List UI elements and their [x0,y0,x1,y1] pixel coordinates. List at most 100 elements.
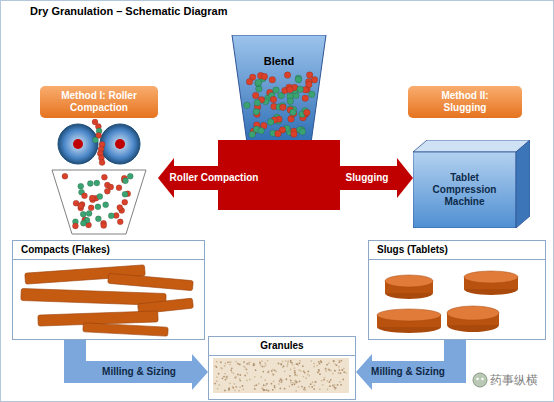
granule [261,360,263,362]
particle [80,211,86,217]
granule [307,371,309,373]
granule [335,387,337,389]
granule [273,380,275,382]
particle [94,180,100,186]
granule [280,364,282,366]
granule [316,365,318,367]
illustration [13,241,204,339]
granule [297,364,299,366]
granule [303,376,305,378]
granule [294,370,296,372]
granule [299,380,301,382]
particle [287,98,294,105]
granule [287,364,289,366]
granule [296,363,298,365]
granule [325,368,327,370]
block-arrow [75,340,208,390]
arrow-label: Roller Compaction [170,172,259,184]
granule [308,375,310,377]
granule [332,373,334,375]
granule-bed [213,358,349,393]
granule [229,382,231,384]
granule [239,378,241,380]
method-label: Method II: Slugging [408,86,522,118]
granule [304,387,306,389]
granule [253,364,255,366]
granule [224,373,226,375]
granule [223,376,225,378]
granule [292,364,294,366]
granule [320,361,322,363]
particle [308,91,315,98]
granule [290,382,292,384]
granule [294,371,296,373]
node-text: Compacts (Flakes) [13,241,204,260]
particle [89,195,95,201]
granule [282,366,284,368]
particle [302,95,309,102]
particle [275,130,282,137]
granule [345,372,347,374]
granule [341,369,343,371]
granule [263,366,265,368]
granule [313,363,315,365]
particle [122,178,128,184]
granule [266,383,268,385]
granule [293,367,295,369]
granule [273,374,275,376]
particle [261,73,268,80]
granule [229,363,231,365]
node-text: Method II: Slugging [425,90,505,114]
granule [239,380,241,382]
granule [294,374,296,376]
particle [287,86,294,93]
arrow-label: Milling & Sizing [102,366,176,378]
granule [261,387,263,389]
granule [258,383,260,385]
granule [218,373,220,375]
granule [272,373,274,375]
particle [78,203,84,209]
particle [62,173,68,179]
granule [231,371,233,373]
particle [78,183,84,189]
granule [319,388,321,390]
particle [290,109,297,116]
particle [72,223,78,229]
granule [239,364,241,366]
granule [280,363,282,365]
machine-top [413,140,530,152]
granule [246,363,248,365]
granule [286,365,288,367]
granule [318,361,320,363]
particle [116,185,122,191]
granule [261,366,263,368]
granule [246,372,248,374]
granule [310,383,312,385]
hopper [232,35,326,143]
granule [319,363,321,365]
particle [92,137,98,143]
funnel [52,170,146,234]
granule [243,361,245,363]
granule [313,366,315,368]
product-box: Compacts (Flakes) [12,240,205,340]
particle [101,223,107,229]
granule [271,383,273,385]
granule [289,375,291,377]
particle [88,205,94,211]
tablet-top [385,275,433,287]
flake [108,273,194,290]
particle [291,131,298,138]
granule [274,386,276,388]
granule [217,388,219,390]
granule [221,367,223,369]
granule [318,369,320,371]
particle [249,131,256,138]
granule [264,362,266,364]
granule [225,376,227,378]
particle [95,216,101,222]
granule [267,360,269,362]
granule [239,386,241,388]
